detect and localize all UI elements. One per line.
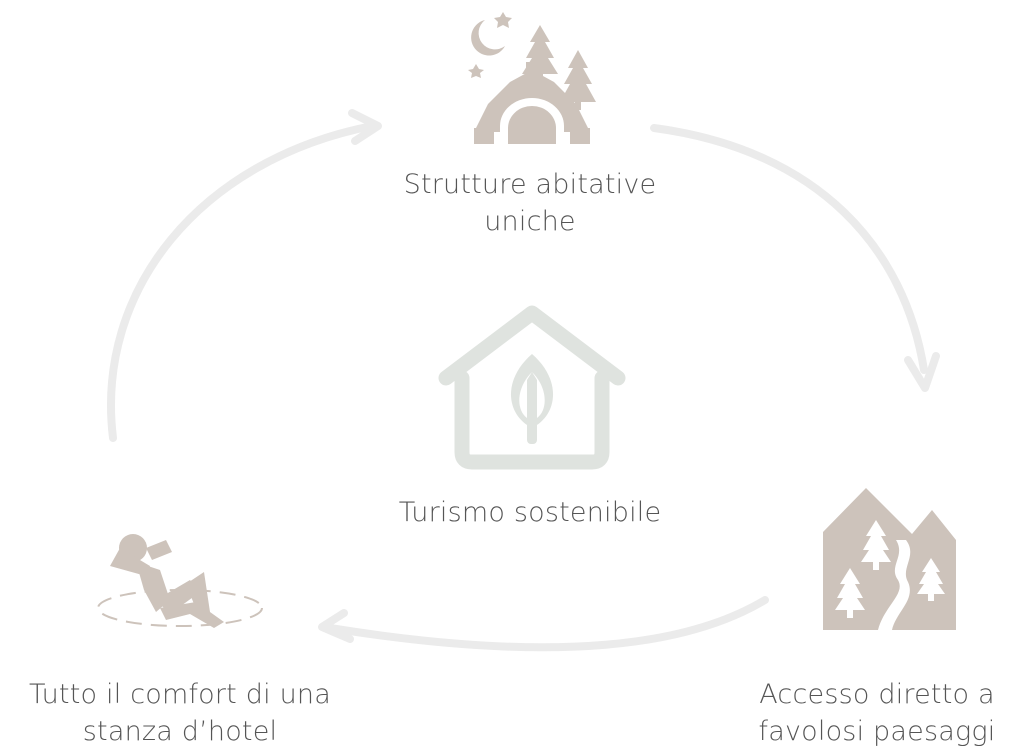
node-label-landscapes: Accesso diretto a favolosi paesaggi: [737, 676, 1017, 750]
node-label-line: Accesso diretto a: [759, 679, 995, 710]
node-label-line: uniche: [484, 206, 576, 237]
arrowhead-top: [348, 109, 382, 145]
node-label-hotel-comfort: Tutto il comfort di una stanza d’hotel: [0, 676, 360, 750]
eco-house-leaf-icon: [438, 305, 626, 470]
center-label-text: Turismo sostenibile: [398, 497, 662, 528]
node-label-line: Strutture abitative: [403, 169, 657, 200]
center-label: Turismo sostenibile: [360, 494, 700, 531]
arrowhead-right: [904, 352, 940, 392]
mountains-river-trees-icon: [823, 488, 956, 630]
arrow-left-to-top: [107, 122, 376, 442]
node-label-unique-structures: Strutture abitative uniche: [360, 166, 700, 240]
node-label-line: Tutto il comfort di una: [29, 679, 331, 710]
relaxing-person-icon: [97, 534, 263, 628]
arrowhead-bottom: [318, 609, 354, 643]
arrow-top-to-right: [650, 124, 928, 374]
node-label-line: favolosi paesaggi: [758, 716, 996, 747]
arrow-right-to-left: [326, 596, 769, 652]
node-label-line: stanza d’hotel: [82, 716, 278, 747]
